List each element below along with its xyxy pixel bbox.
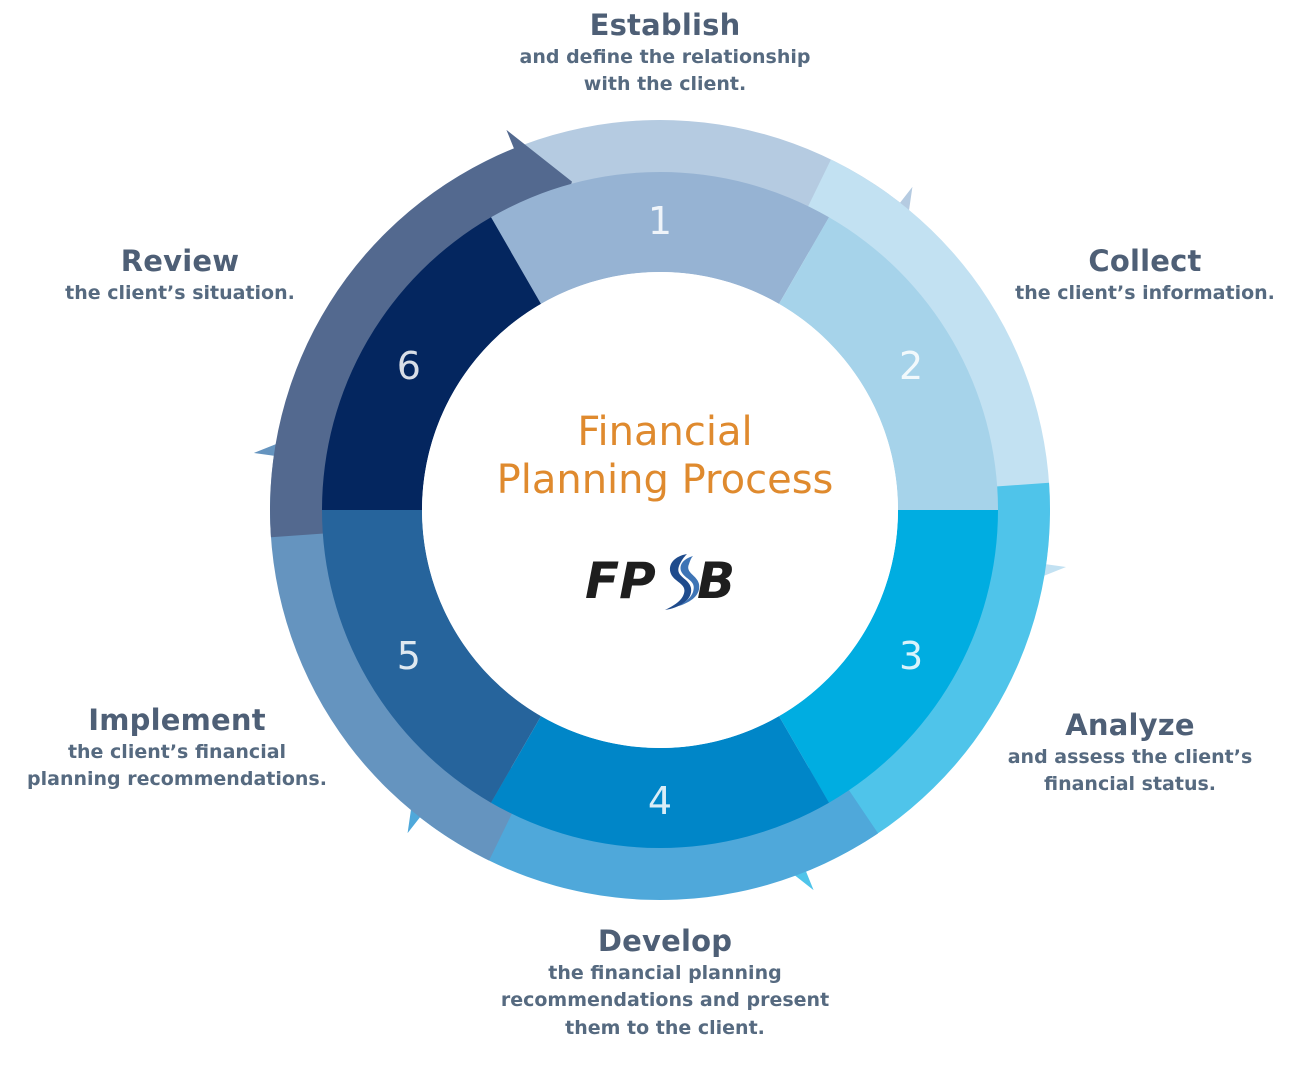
step-numbers: 1 2 3 4 5 6	[397, 199, 923, 823]
segment-implement	[322, 510, 541, 803]
step-title: Analyze	[1065, 708, 1195, 742]
step-description: the client’s information.	[1015, 281, 1275, 304]
step-label-establish: Establish and define the relationship wi…	[465, 8, 865, 99]
center-title: Financial Planning Process	[496, 409, 834, 503]
logo-text-left: FP	[585, 552, 656, 610]
step-description: and define the relationship with the cli…	[519, 45, 811, 96]
step-label-implement: Implement the client’s financial plannin…	[0, 703, 354, 794]
step-number-develop: 4	[648, 779, 672, 823]
step-title: Collect	[1088, 244, 1202, 278]
step-title: Establish	[589, 8, 741, 42]
step-label-analyze: Analyze and assess the client’s financia…	[975, 708, 1285, 799]
step-description: the client’s financial planning recommen…	[27, 740, 327, 791]
logo-text-right: B	[697, 552, 736, 610]
step-number-analyze: 3	[899, 634, 923, 678]
segment-analyze	[779, 510, 998, 803]
step-number-collect: 2	[899, 344, 923, 388]
segment-collect	[779, 217, 998, 510]
inner-segment-ring	[322, 171, 998, 849]
swoosh-s-icon	[665, 554, 700, 610]
segment-establish	[491, 171, 829, 304]
center-disk	[422, 272, 898, 748]
step-label-review: Review the client’s situation.	[40, 244, 320, 307]
step-title: Review	[120, 244, 240, 278]
step-description: and assess the client’s financial status…	[1007, 745, 1253, 796]
step-description: the client’s situation.	[65, 281, 295, 304]
step-label-develop: Develop the financial planning recommend…	[465, 924, 865, 1042]
step-number-review: 6	[397, 344, 421, 388]
fpsb-logo: FP B	[585, 552, 745, 610]
step-description: the financial planning recommendations a…	[500, 961, 830, 1039]
step-title: Develop	[597, 924, 733, 958]
step-title: Implement	[88, 703, 266, 737]
segment-review	[322, 217, 541, 510]
segment-develop	[491, 716, 829, 849]
step-label-collect: Collect the client’s information.	[990, 244, 1300, 307]
step-number-establish: 1	[648, 199, 672, 243]
step-number-implement: 5	[397, 634, 421, 678]
